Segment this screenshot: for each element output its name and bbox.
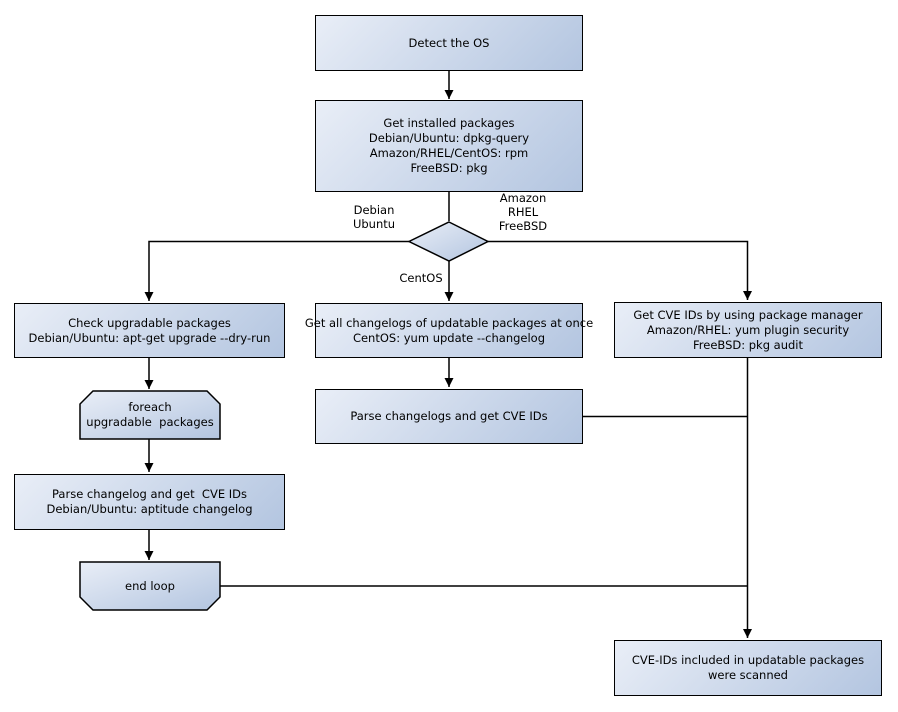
- node-end-loop-label: end loop: [125, 578, 175, 593]
- edge-decision-to-check-upgradable: [144, 240, 409, 301]
- node-foreach-loop: foreach upgradable packages: [80, 391, 220, 439]
- node-get-installed-packages: Get installed packages Debian/Ubuntu: dp…: [315, 100, 583, 192]
- node-parse-changelogs: Parse changelogs and get CVE IDs: [315, 389, 583, 444]
- node-parse-changelog-debian-label: Parse changelog and get CVE IDs Debian/U…: [46, 487, 253, 516]
- foreach-loop-shape: [79, 390, 221, 440]
- node-check-upgradable-packages: Check upgradable packages Debian/Ubuntu:…: [14, 303, 285, 358]
- branch-label-amazon-rhel-freebsd: Amazon RHEL FreeBSD: [498, 191, 548, 233]
- node-parse-changelogs-label: Parse changelogs and get CVE IDs: [350, 409, 548, 423]
- node-foreach-loop-label: foreach upgradable packages: [86, 400, 214, 429]
- node-cve-ids-scanned-label: CVE-IDs included in updatable packages w…: [631, 653, 865, 682]
- node-get-cve-package-manager-label: Get CVE IDs by using package manager Ama…: [633, 307, 863, 352]
- node-detect-os: Detect the OS: [315, 15, 583, 71]
- node-end-loop: end loop: [80, 562, 220, 610]
- os-decision-diamond: [407, 221, 490, 262]
- node-check-upgradable-packages-label: Check upgradable packages Debian/Ubuntu:…: [28, 315, 271, 345]
- node-parse-changelog-debian: Parse changelog and get CVE IDs Debian/U…: [14, 474, 285, 530]
- branch-label-centos: CentOS: [399, 271, 443, 285]
- node-get-cve-package-manager: Get CVE IDs by using package manager Ama…: [614, 302, 882, 358]
- node-get-installed-packages-label: Get installed packages Debian/Ubuntu: dp…: [368, 116, 530, 175]
- branch-label-debian-ubuntu: Debian Ubuntu: [352, 203, 396, 231]
- edge-decision-to-package-manager: [488, 240, 752, 300]
- node-get-all-changelogs: Get all changelogs of updatable packages…: [305, 303, 593, 358]
- node-detect-os-label: Detect the OS: [408, 35, 490, 50]
- node-get-all-changelogs-label: Get all changelogs of updatable packages…: [304, 315, 594, 345]
- node-cve-ids-scanned: CVE-IDs included in updatable packages w…: [614, 640, 882, 696]
- end-loop-shape: [79, 561, 221, 611]
